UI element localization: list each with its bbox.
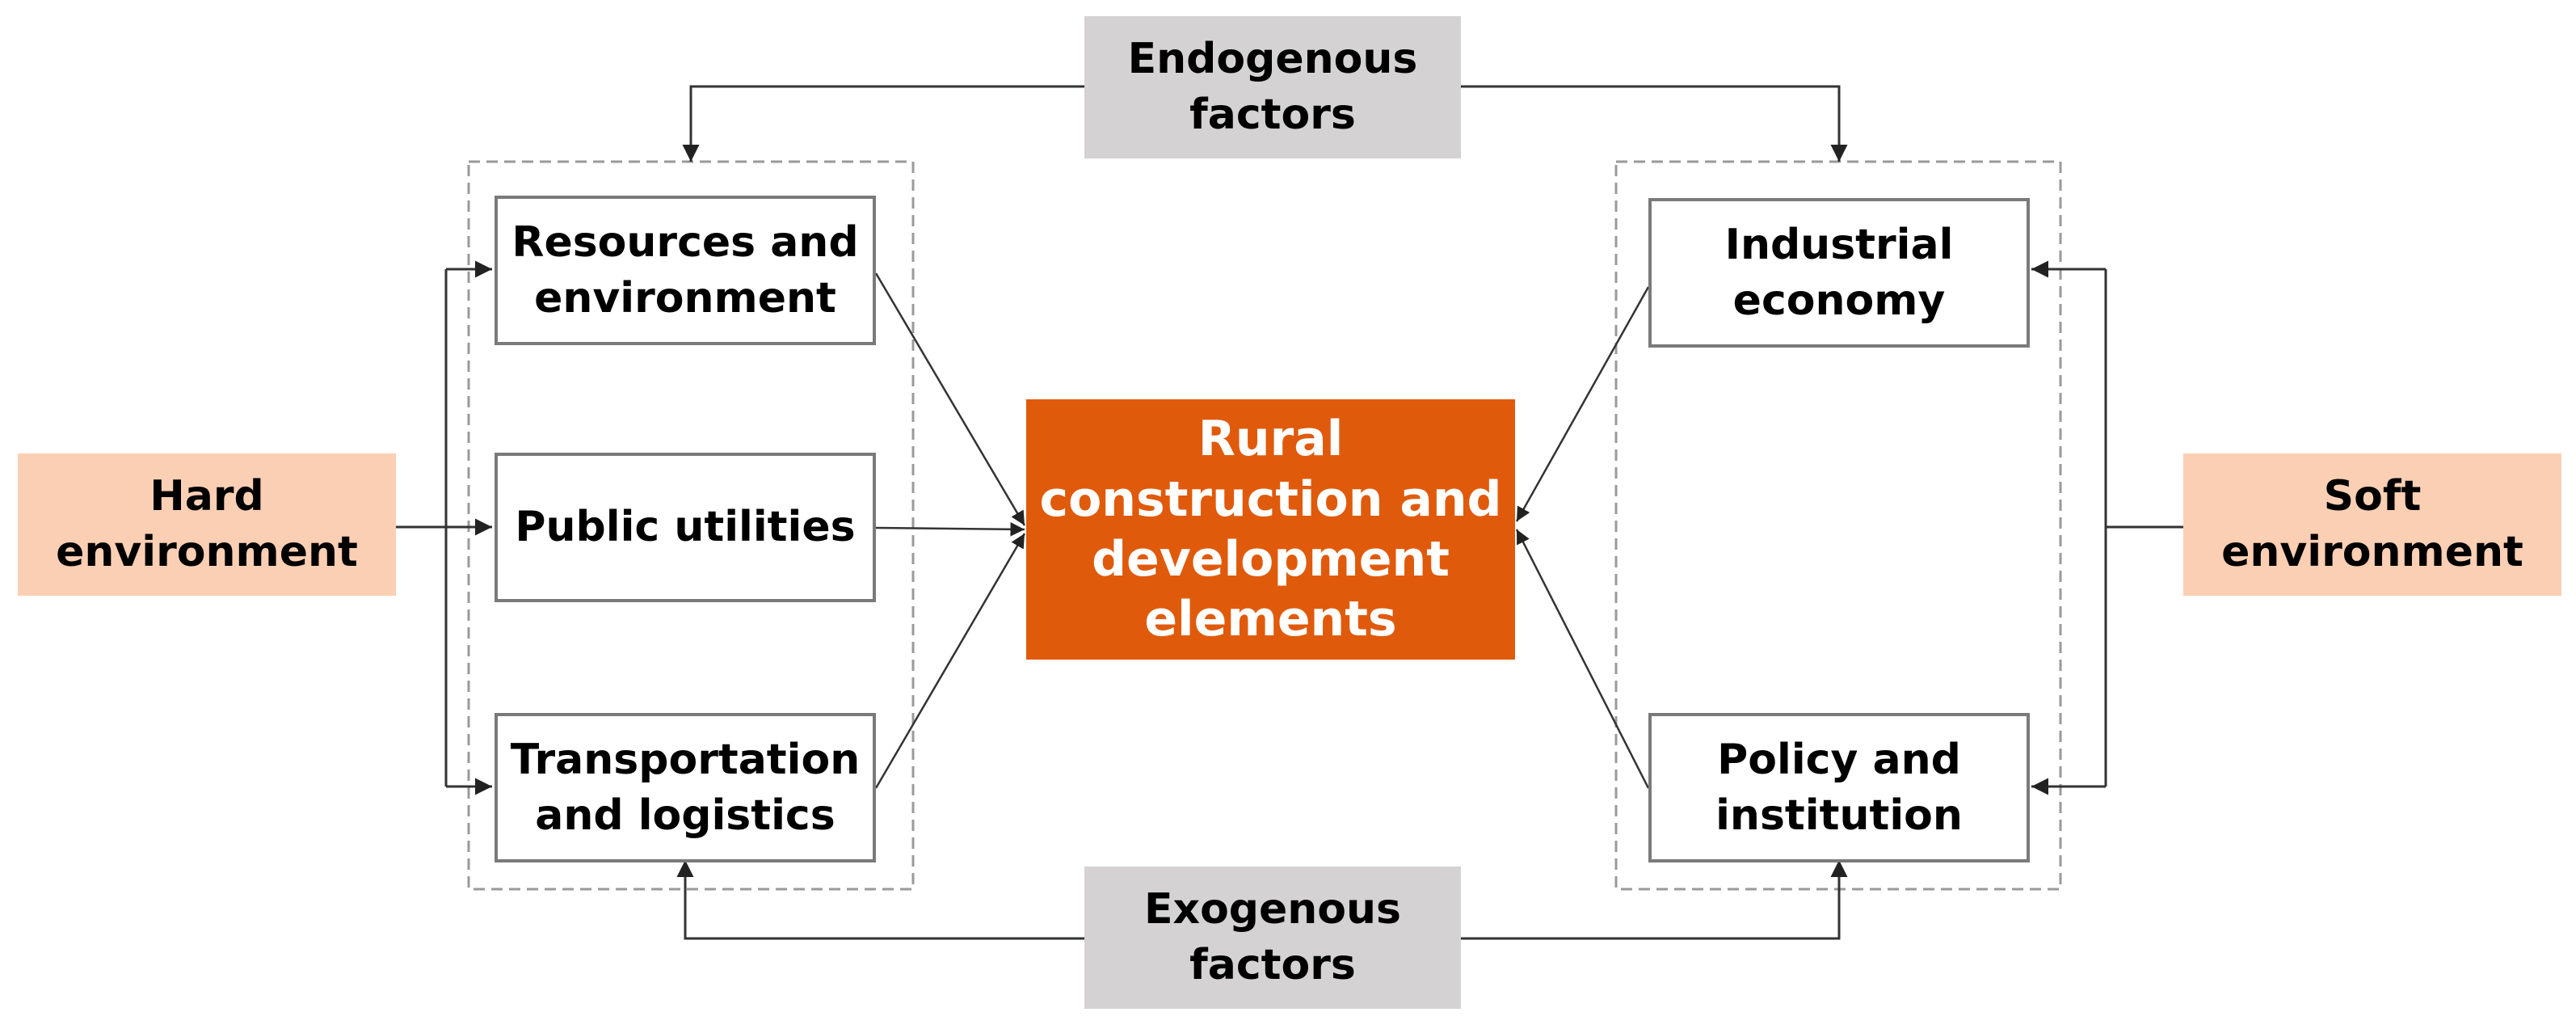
soft-environment-box: Soft environment	[2183, 453, 2561, 596]
hard-environment-connector	[396, 260, 492, 795]
soft-environment-connector	[2031, 260, 2183, 795]
industrial-economy-box: Industrial economy	[1648, 198, 2030, 348]
resources-environment-box: Resources and environment	[495, 196, 876, 345]
exogenous-factors-box: Exogenous factors	[1084, 867, 1461, 1009]
endogenous-factors-box: Endogenous factors	[1084, 16, 1461, 158]
endogenous-connector	[682, 85, 1848, 162]
transportation-logistics-box: Transportation and logistics	[495, 713, 876, 862]
hard-environment-box: Hard environment	[18, 453, 396, 596]
policy-institution-box: Policy and institution	[1648, 713, 2030, 862]
rural-development-center-box: Rural construction and development eleme…	[1026, 399, 1515, 660]
element-to-center-arrows	[874, 272, 1650, 789]
public-utilities-box: Public utilities	[495, 453, 876, 602]
exogenous-connector	[676, 860, 1848, 940]
